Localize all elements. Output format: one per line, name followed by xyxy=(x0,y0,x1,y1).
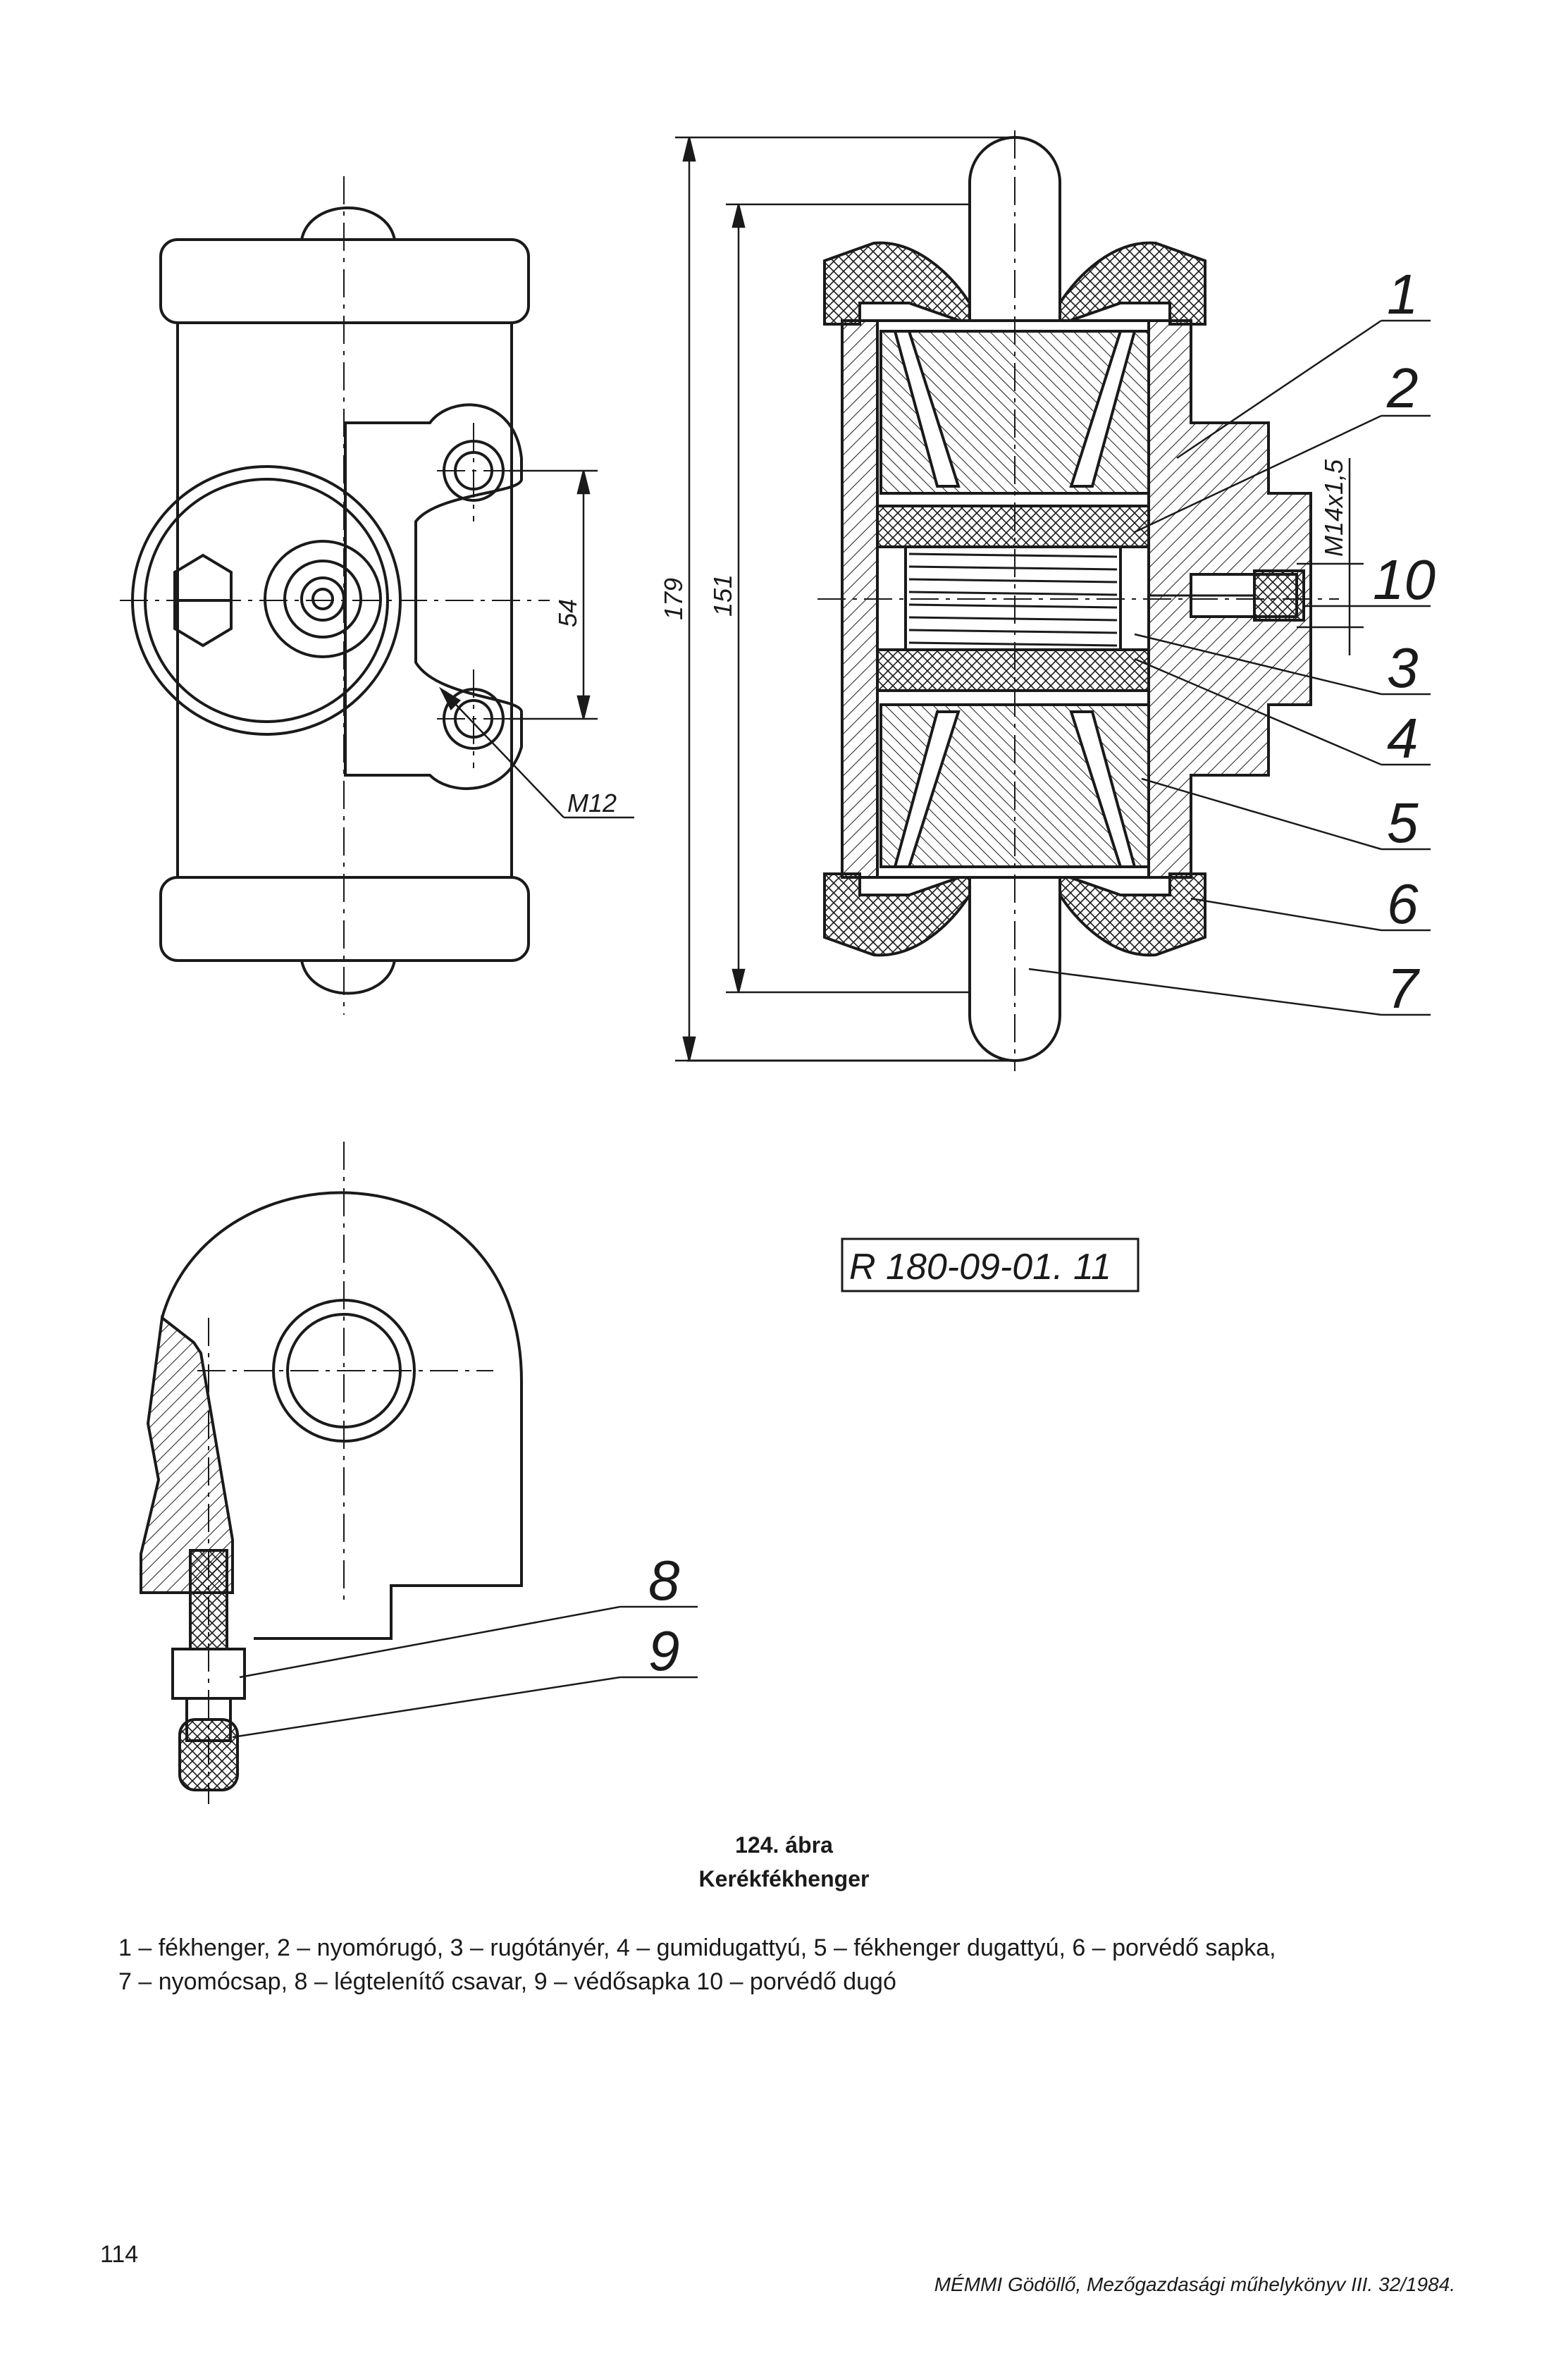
callout-10: 10 xyxy=(1373,548,1436,611)
dimension-labels: 179 151 54 M12 M14x1,5 R 180-09-01. 11 xyxy=(553,459,1348,1288)
legend-line-2: 7 – nyomócsap, 8 – légtelenítő csavar, 9… xyxy=(118,1968,896,1995)
page-number: 114 xyxy=(100,2241,139,2268)
callout-3: 3 xyxy=(1387,636,1419,699)
callout-2: 2 xyxy=(1386,357,1419,419)
callout-labels: 1 2 10 3 4 5 6 7 8 9 xyxy=(648,263,1436,1682)
footer-citation: MÉMMI Gödöllő, Mezőgazdasági műhelykönyv… xyxy=(934,2273,1455,2295)
dim-151: 151 xyxy=(708,574,737,617)
drawing-code: R 180-09-01. 11 xyxy=(849,1247,1111,1288)
legend-line-1: 1 – fékhenger, 2 – nyomórugó, 3 – rugótá… xyxy=(118,1934,1276,1961)
legend: 1 – fékhenger, 2 – nyomórugó, 3 – rugótá… xyxy=(118,1931,1471,1999)
end-view xyxy=(140,1142,1140,1804)
figure-title: Kerékfékhenger xyxy=(698,1866,870,1891)
figure-number: 124. ábra xyxy=(735,1832,833,1858)
external-view xyxy=(120,176,634,1015)
callout-5: 5 xyxy=(1387,791,1419,854)
dim-54: 54 xyxy=(553,599,582,627)
section-view xyxy=(675,130,1431,1071)
dim-m12: M12 xyxy=(567,789,617,817)
callout-6: 6 xyxy=(1387,872,1419,935)
callout-4: 4 xyxy=(1387,707,1419,770)
callout-9: 9 xyxy=(648,1619,680,1682)
dim-m14: M14x1,5 xyxy=(1319,459,1348,557)
dim-179: 179 xyxy=(659,578,688,620)
callout-1: 1 xyxy=(1387,263,1419,326)
callout-8: 8 xyxy=(648,1549,680,1612)
callout-7: 7 xyxy=(1387,957,1420,1020)
